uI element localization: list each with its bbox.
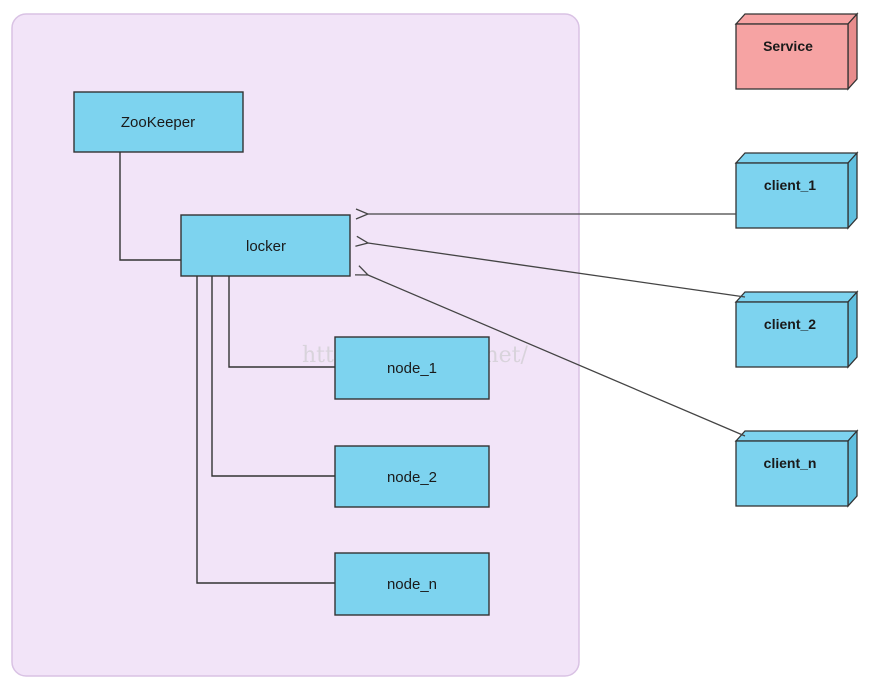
node-2-box: node_2	[334, 445, 490, 508]
zookeeper-locker-connector	[119, 152, 181, 261]
locker-label: locker	[246, 238, 286, 255]
node-n-box: node_n	[334, 552, 490, 616]
node-n-label: node_n	[387, 576, 437, 593]
client-n-label: client_n	[764, 455, 817, 471]
client-2-box: client_2	[734, 290, 859, 369]
locker-noden-connector	[196, 276, 335, 584]
locker-box: locker	[180, 214, 351, 277]
client-arrows	[368, 214, 746, 437]
locker-node1-connector	[228, 276, 335, 368]
client-1-label: client_1	[764, 177, 816, 193]
zookeeper-label: ZooKeeper	[121, 114, 195, 131]
node-2-label: node_2	[387, 469, 437, 486]
client-2-label: client_2	[764, 316, 816, 332]
connector-lines	[119, 152, 335, 584]
locker-node2-connector	[211, 276, 335, 477]
zookeeper-box: ZooKeeper	[73, 91, 244, 153]
node-1-box: node_1	[334, 336, 490, 400]
service-label: Service	[763, 38, 813, 54]
client-n-box: client_n	[734, 429, 859, 508]
client-1-box: client_1	[734, 151, 859, 230]
cluster-container	[11, 13, 580, 677]
client-2-arrow	[368, 243, 746, 298]
node-1-label: node_1	[387, 360, 437, 377]
client-n-arrow	[368, 275, 746, 437]
service-box: Service	[734, 12, 859, 91]
